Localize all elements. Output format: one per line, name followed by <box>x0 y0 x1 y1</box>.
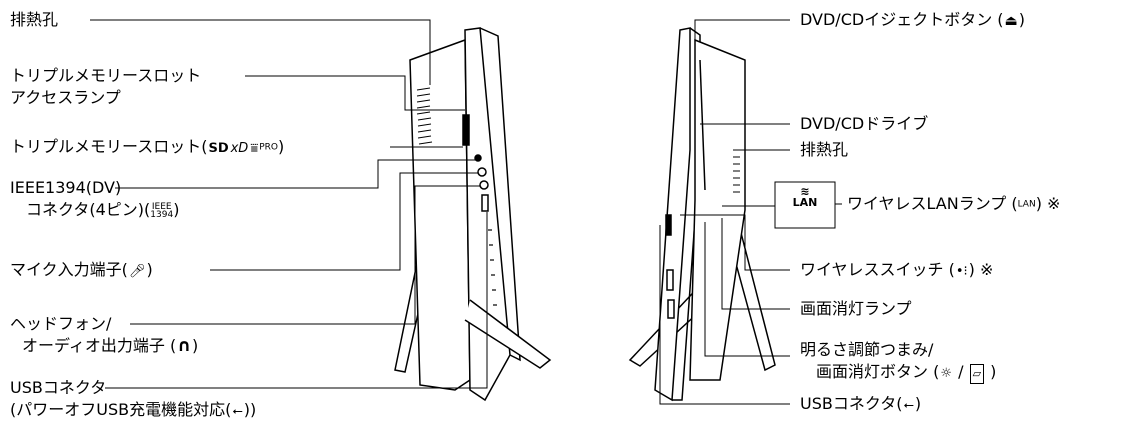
label-wireless-switch: ワイヤレススイッチ (•⁝) ※ <box>800 261 993 281</box>
brightness-end: ) <box>985 362 997 381</box>
mic-text: マイク入力端子( <box>10 260 128 279</box>
usb-left-end: )) <box>243 400 257 419</box>
xd-picture-card-icon: xD <box>230 141 249 156</box>
headphone-text: オーディオ出力端子 ( <box>22 336 177 355</box>
headphone-end: ) <box>192 336 199 355</box>
eject-icon: ⏏ <box>1004 13 1018 29</box>
microphone-icon: 🎤︎ <box>128 264 146 279</box>
wireless-switch-icon: •⁝ <box>955 264 968 279</box>
label-screen-lamp: 画面消灯ランプ <box>800 299 912 318</box>
label-brightness-line2: 画面消灯ボタン (☼ / ▱ ) <box>816 363 996 384</box>
label-triple-lamp-line2: アクセスランプ <box>10 88 121 107</box>
sd-card-icon: 𝗦𝗗 <box>208 141 229 156</box>
label-exhaust-right: 排熱孔 <box>800 140 849 159</box>
label-ieee-line1: IEEE1394(DV) <box>10 178 122 197</box>
label-exhaust-left: 排熱孔 <box>10 10 59 29</box>
label-mic: マイク入力端子(🎤︎) <box>10 261 153 281</box>
ieee-line2-text: コネクタ(4ピン)( <box>26 200 151 219</box>
triple-slot-text: トリプルメモリースロット( <box>10 137 208 156</box>
eject-text: DVD/CDイジェクトボタン ( <box>800 10 1004 29</box>
memory-stick-icon: ⩸ <box>250 141 259 156</box>
wlan-lamp-text: ワイヤレスLANランプ ( <box>847 194 1018 213</box>
usb-icon: ⭠ <box>232 404 243 419</box>
headphone-icon: ∩ <box>177 336 192 356</box>
label-drive: DVD/CDドライブ <box>800 114 929 133</box>
lan-badge: ≋LAN <box>790 186 820 208</box>
label-headphone-line1: ヘッドフォン/ <box>10 314 112 333</box>
ieee-line2-end: ) <box>173 200 180 219</box>
lan-badge-box <box>774 181 836 229</box>
sun-icon: ☼ <box>940 366 952 381</box>
wireless-switch-text: ワイヤレススイッチ ( <box>800 260 955 279</box>
label-wlan-lamp: ワイヤレスLANランプ (LAN) ※ <box>847 195 1060 214</box>
wireless-icon: ≋ <box>800 185 810 198</box>
wireless-switch-end: ) ※ <box>968 260 994 279</box>
mic-end: ) <box>146 260 153 279</box>
memory-stick-pro: PRO <box>259 142 278 153</box>
label-headphone-line2: オーディオ出力端子 (∩) <box>22 336 199 356</box>
triple-slot-end: ) <box>278 137 285 156</box>
label-brightness-line1: 明るさ調節つまみ/ <box>800 340 934 359</box>
brightness-sep: / <box>953 362 969 381</box>
screen-off-icon: ▱ <box>969 364 985 384</box>
brightness-text: 画面消灯ボタン ( <box>816 362 940 381</box>
wlan-lamp-lan-icon: LAN <box>1017 199 1036 210</box>
usb-left-text: (パワーオフUSB充電機能対応( <box>10 400 232 419</box>
usb-icon-right: ⭠ <box>903 398 914 413</box>
usb-right-end: ) <box>914 394 922 413</box>
wlan-lamp-end: ) ※ <box>1035 194 1061 213</box>
usb-right-text: USBコネクタ( <box>800 394 903 413</box>
eject-end: ) <box>1018 10 1026 29</box>
label-usb-line1: USBコネクタ <box>10 378 107 397</box>
label-usb-right: USBコネクタ(⭠) <box>800 395 921 415</box>
right-side-device <box>628 27 776 402</box>
left-side-device <box>394 27 552 402</box>
left-leader-lines <box>90 19 488 389</box>
label-usb-line2: (パワーオフUSB充電機能対応(⭠)) <box>10 401 256 421</box>
label-triple-lamp-line1: トリプルメモリースロット <box>10 66 202 85</box>
right-leader-lines <box>659 19 842 405</box>
label-eject: DVD/CDイジェクトボタン (⏏) <box>800 11 1025 30</box>
